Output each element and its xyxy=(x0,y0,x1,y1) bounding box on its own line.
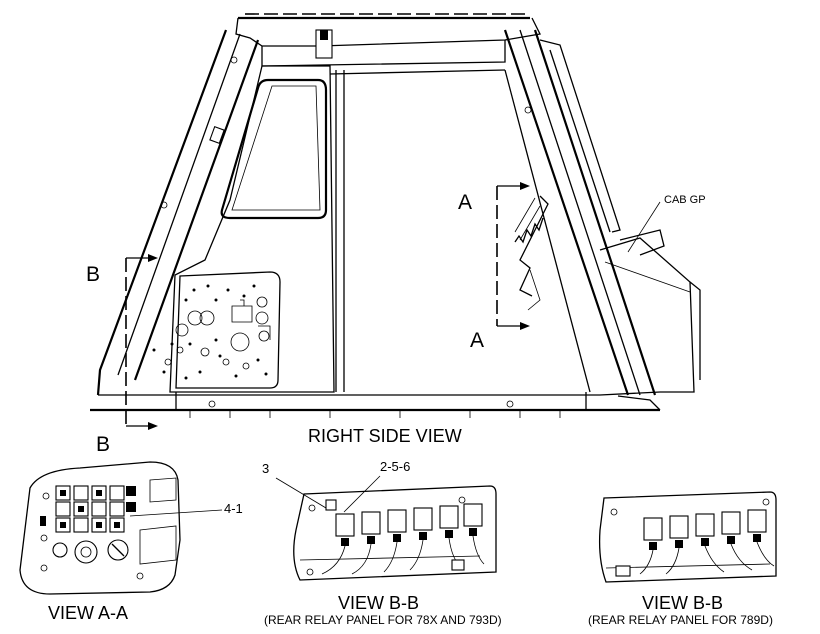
view-bb-right-title: VIEW B-B xyxy=(642,593,724,613)
view-bb-left-drawing xyxy=(275,475,497,581)
callout-3: 3 xyxy=(262,461,270,476)
cab-right-side-drawing xyxy=(90,13,701,430)
view-aa-drawing xyxy=(19,461,223,595)
section-a-label-bottom: A xyxy=(470,329,485,352)
view-bb-right-caption: (REAR RELAY PANEL FOR 789D) xyxy=(588,613,773,627)
cab-gp-label: CAB GP xyxy=(664,194,706,206)
callout-2-5-6: 2-5-6 xyxy=(380,459,411,474)
section-b-label-top: B xyxy=(86,263,101,286)
view-aa-title: VIEW A-A xyxy=(48,603,129,623)
callout-4-1: 4-1 xyxy=(224,501,243,516)
view-bb-left-title: VIEW B-B xyxy=(338,593,420,613)
section-b-label-bottom: B xyxy=(96,433,111,456)
view-bb-right-drawing xyxy=(598,491,777,583)
view-bb-left-caption: (REAR RELAY PANEL FOR 78X AND 793D) xyxy=(264,613,502,627)
section-a-label-top: A xyxy=(458,191,473,214)
right-side-view-title: RIGHT SIDE VIEW xyxy=(308,426,462,446)
